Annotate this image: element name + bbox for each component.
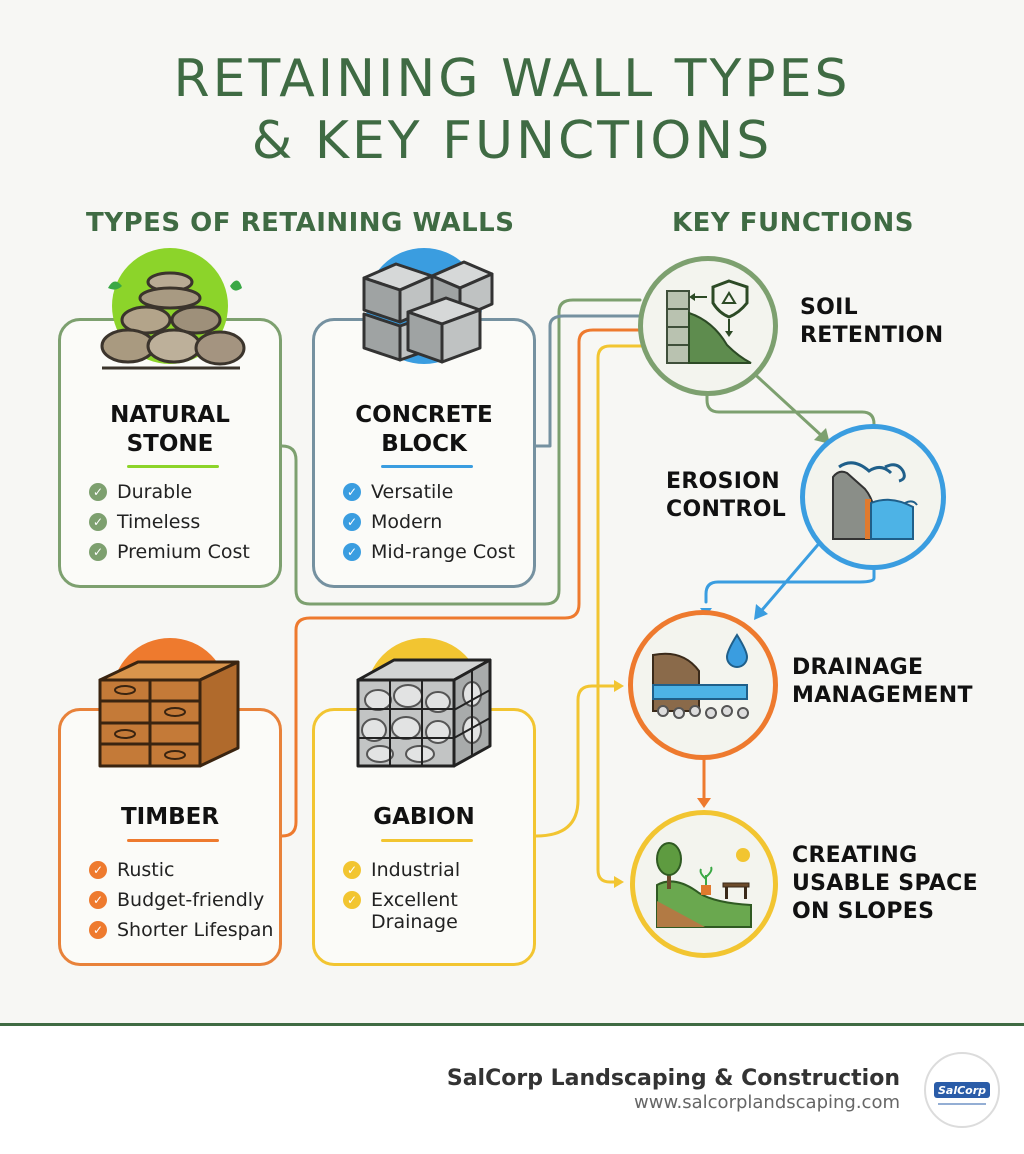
connector-gabion — [534, 684, 618, 838]
wall-card-gabion: GABION ✓Industrial ✓Excellent Drainage — [312, 708, 536, 966]
company-name: SalCorp Landscaping & Construction — [446, 1066, 900, 1091]
feature-item: ✓Versatile — [343, 481, 453, 503]
connector-stone — [280, 298, 642, 606]
connector-timber — [280, 328, 642, 838]
timber-stack-icon — [98, 638, 240, 768]
arrow-head-gabion-a — [614, 680, 624, 692]
connector-concrete — [534, 314, 642, 448]
feature-item: ✓Shorter Lifespan — [89, 919, 273, 941]
check-icon: ✓ — [343, 861, 361, 879]
feature-item: ✓Timeless — [89, 511, 200, 533]
check-icon: ✓ — [89, 483, 107, 501]
feature-item: ✓Durable — [89, 481, 192, 503]
gabion-cage-icon — [356, 638, 492, 768]
title-underline — [381, 465, 473, 468]
check-icon: ✓ — [343, 891, 361, 909]
connector-soil-erosion — [705, 386, 876, 426]
function-drainage — [628, 610, 778, 760]
page-title: RETAINING WALL TYPES & KEY FUNCTIONS — [0, 48, 1024, 172]
connector-erosion-arrow — [760, 538, 824, 612]
drainage-icon — [652, 633, 749, 719]
check-icon: ✓ — [343, 543, 361, 561]
footer — [0, 1026, 1024, 1154]
check-icon: ✓ — [89, 891, 107, 909]
feature-item: ✓Budget-friendly — [89, 889, 264, 911]
concrete-block-icon — [362, 248, 494, 364]
feature-item: ✓Modern — [343, 511, 442, 533]
function-soil-retention — [638, 256, 778, 396]
salcorp-logo-icon: SalCorp — [934, 1082, 990, 1105]
stone-stack-icon — [100, 248, 246, 370]
connector-gabion-main — [596, 344, 654, 884]
feature-item: ✓Industrial — [343, 859, 460, 881]
types-heading: TYPES OF RETAINING WALLS — [86, 208, 515, 238]
title-line-2: & KEY FUNCTIONS — [251, 111, 773, 171]
connector-soil-arrow — [746, 366, 824, 438]
check-icon: ✓ — [89, 513, 107, 531]
svg-text:SalCorp: SalCorp — [938, 1084, 986, 1097]
soil-retention-icon — [666, 279, 752, 364]
arrow-head-drain-b — [754, 604, 768, 620]
wall-title: GABION — [373, 804, 475, 830]
title-underline — [381, 839, 473, 842]
wall-title: CONCRETE BLOCK — [355, 402, 493, 457]
function-usable-space — [630, 810, 778, 958]
check-icon: ✓ — [89, 861, 107, 879]
feature-item: ✓Mid-range Cost — [343, 541, 515, 563]
feature-item: ✓Premium Cost — [89, 541, 250, 563]
company-url[interactable]: www.salcorplandscaping.com — [634, 1092, 900, 1113]
feature-item: ✓Rustic — [89, 859, 174, 881]
check-icon: ✓ — [89, 921, 107, 939]
arrow-head-usable — [697, 798, 711, 808]
wall-title: TIMBER — [120, 804, 220, 830]
function-erosion-control — [800, 424, 946, 570]
company-logo: SalCorp — [924, 1052, 1000, 1128]
check-icon: ✓ — [343, 513, 361, 531]
title-underline — [127, 465, 219, 468]
functions-heading: KEY FUNCTIONS — [672, 208, 914, 238]
footer-divider — [0, 1023, 1024, 1026]
title-underline — [127, 839, 219, 842]
title-line-1: RETAINING WALL TYPES — [173, 49, 851, 109]
feature-item: ✓Excellent Drainage — [343, 889, 483, 933]
check-icon: ✓ — [89, 543, 107, 561]
erosion-control-icon — [832, 461, 918, 540]
connector-erosion-drain — [704, 564, 876, 604]
arrow-head-gabion-b — [614, 876, 624, 888]
wall-title: NATURAL STONE — [110, 402, 230, 457]
usable-space-icon — [656, 842, 752, 928]
check-icon: ✓ — [343, 483, 361, 501]
